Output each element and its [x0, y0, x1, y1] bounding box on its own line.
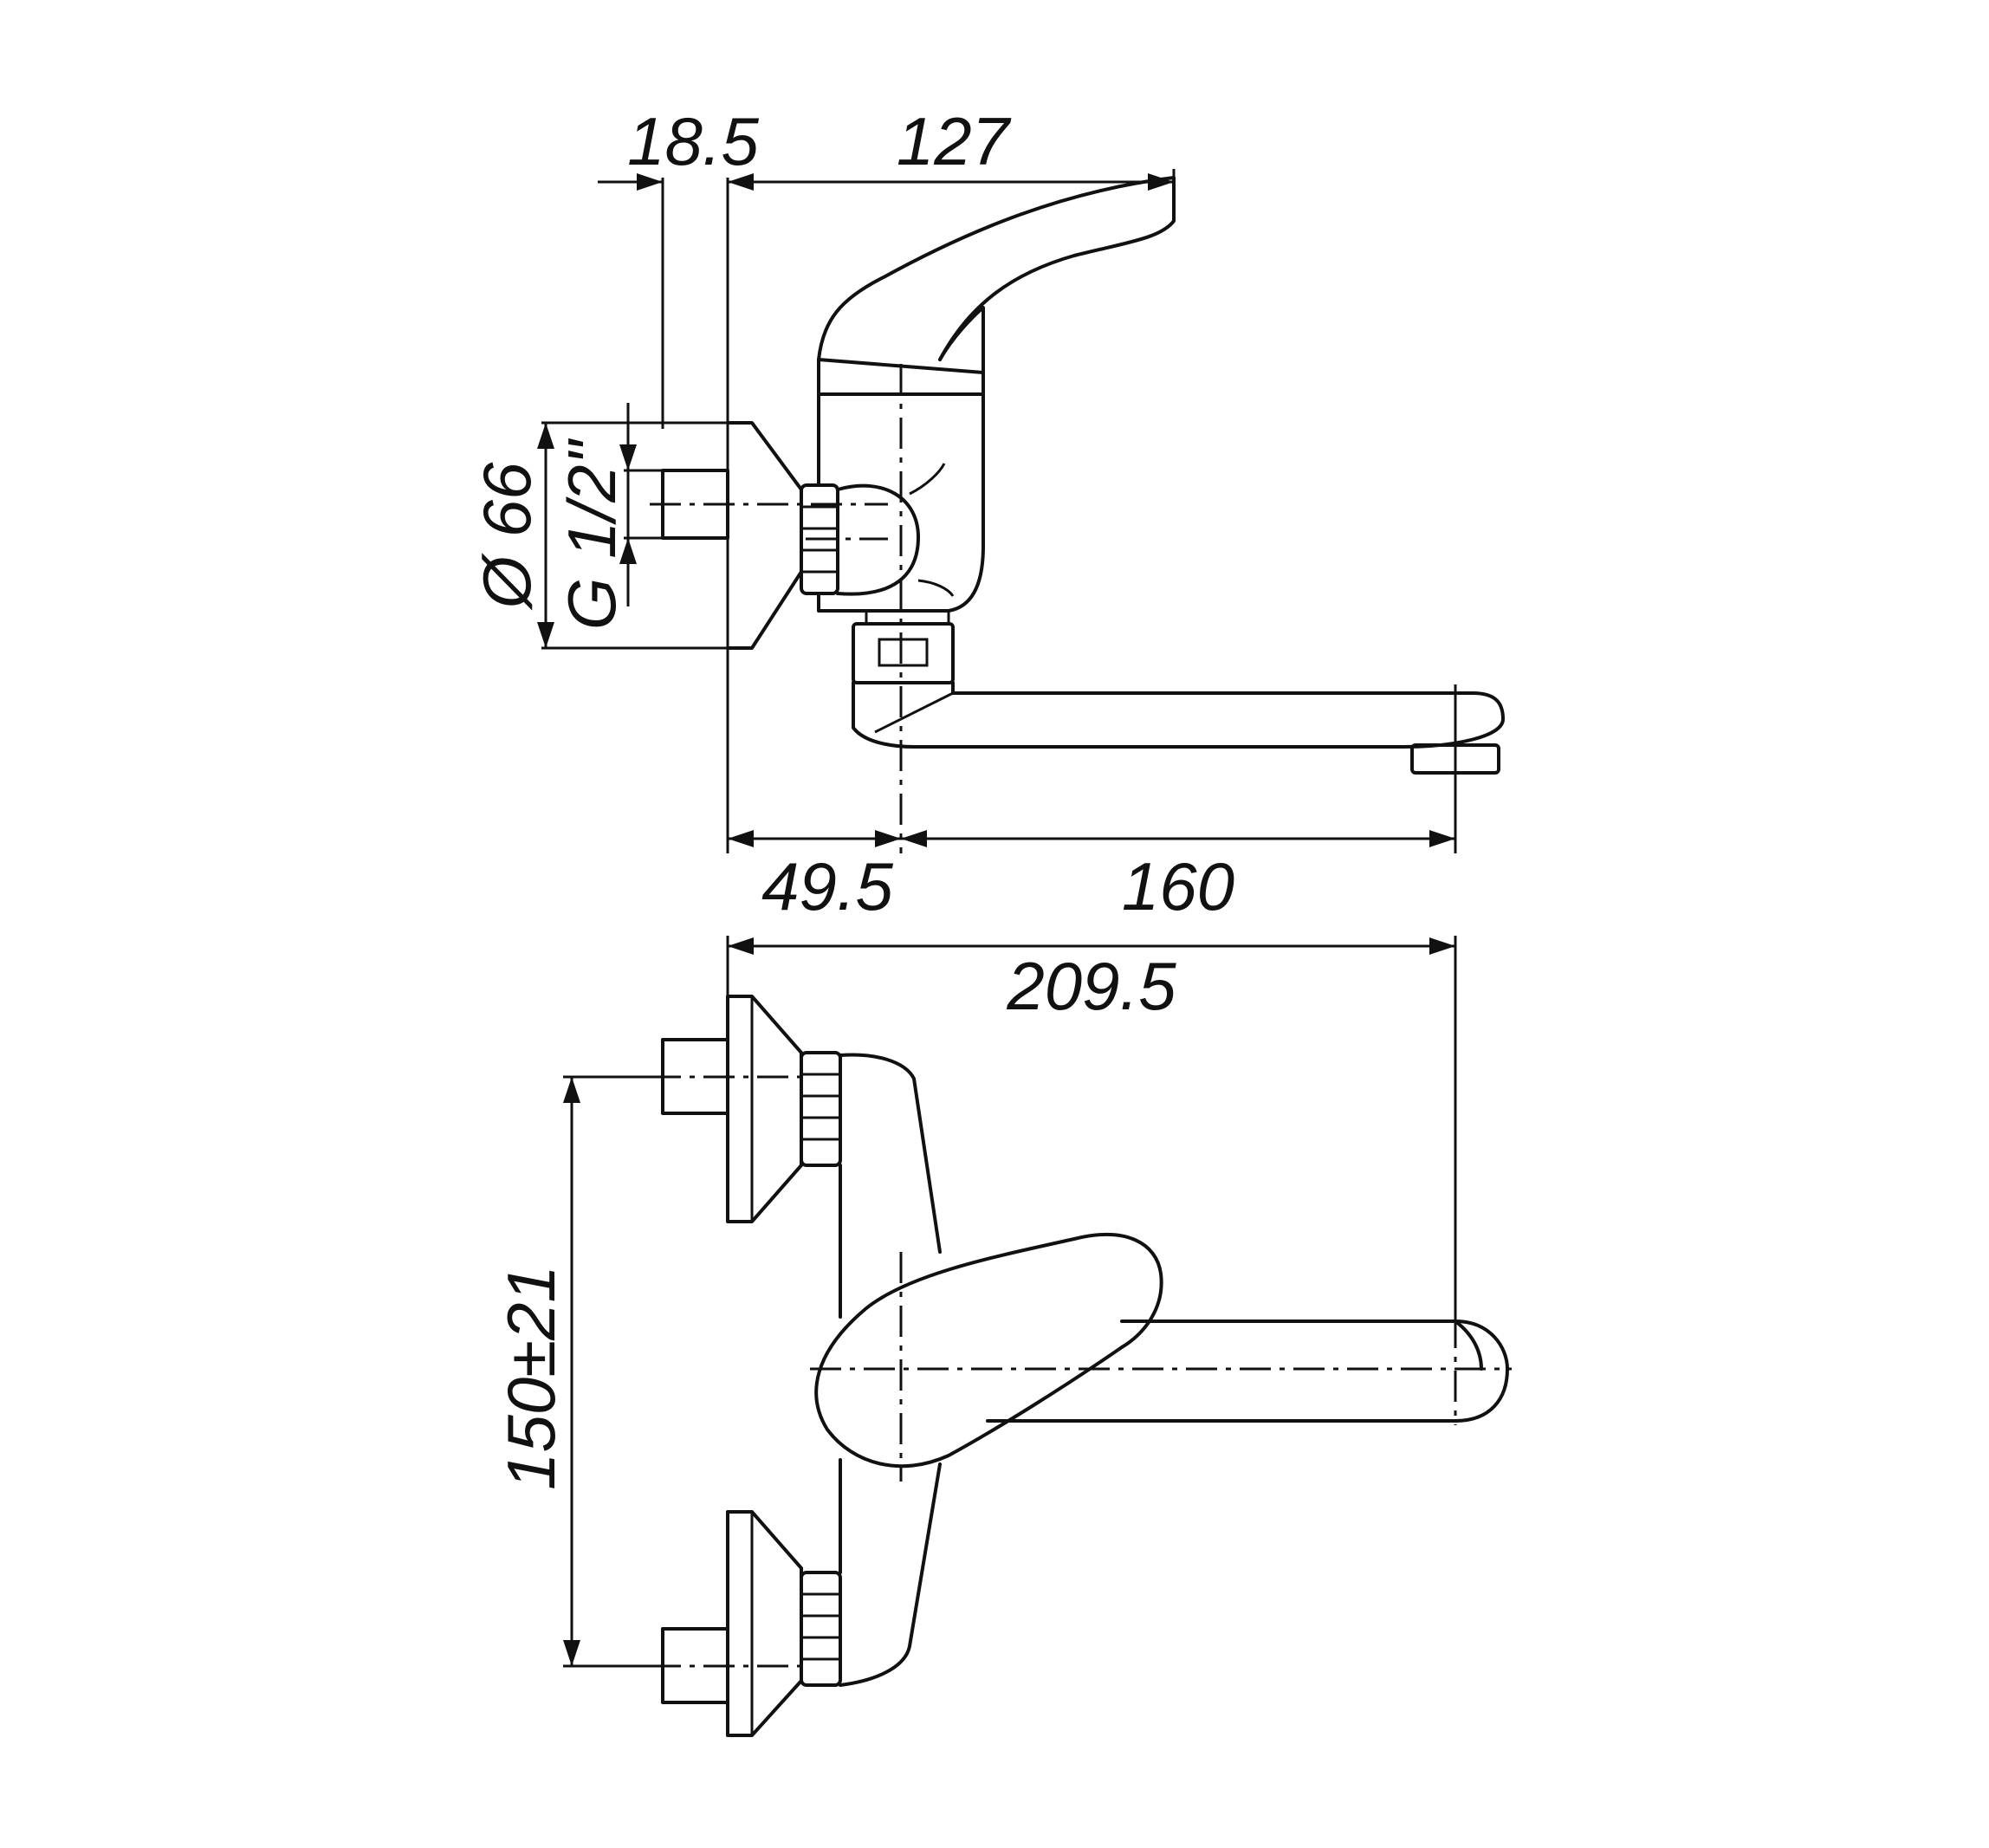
side-view: [650, 176, 1505, 853]
rosette-upper-top: [726, 995, 803, 1223]
top-view: [650, 995, 1512, 1737]
dim-thread: G 1/2": [554, 403, 663, 630]
dim-thread-size: G 1/2": [554, 438, 630, 630]
dim-49-5-160: 49.5 160: [728, 830, 1455, 924]
spout-coupling: [852, 622, 955, 684]
mixer-body-top: [839, 1053, 942, 1687]
dim-handle-projection: 127: [897, 103, 1012, 179]
dim-wall-to-body: 49.5: [761, 848, 893, 924]
lever-handle-side: [817, 176, 1176, 361]
union-nut-lower: [800, 1571, 842, 1687]
union-nut-upper: [800, 1051, 842, 1167]
dim-rosette-diameter: Ø 66: [469, 462, 545, 612]
dim-209-5: 209.5: [726, 936, 1457, 1339]
dim-outlet-offset: 18.5: [627, 103, 759, 179]
dim-18-5: 18.5: [598, 103, 760, 191]
dim-overall-length: 209.5: [1006, 948, 1176, 1024]
spout-top: [986, 1320, 1509, 1423]
lever-handle-top: [814, 1233, 1163, 1469]
rosette-lower-top: [726, 1510, 803, 1737]
rosette-side: [726, 421, 803, 650]
dim-inlet-spacing: 150±21: [493, 1075, 663, 1668]
dim-diameter-66: Ø 66: [469, 421, 728, 650]
dim-spout-length: 160: [1122, 848, 1234, 924]
spout-side: [852, 681, 1505, 749]
dim-127: 127: [728, 103, 1176, 204]
connector-bulb: [836, 483, 920, 596]
dim-inlet-spacing-label: 150±21: [493, 1265, 569, 1490]
